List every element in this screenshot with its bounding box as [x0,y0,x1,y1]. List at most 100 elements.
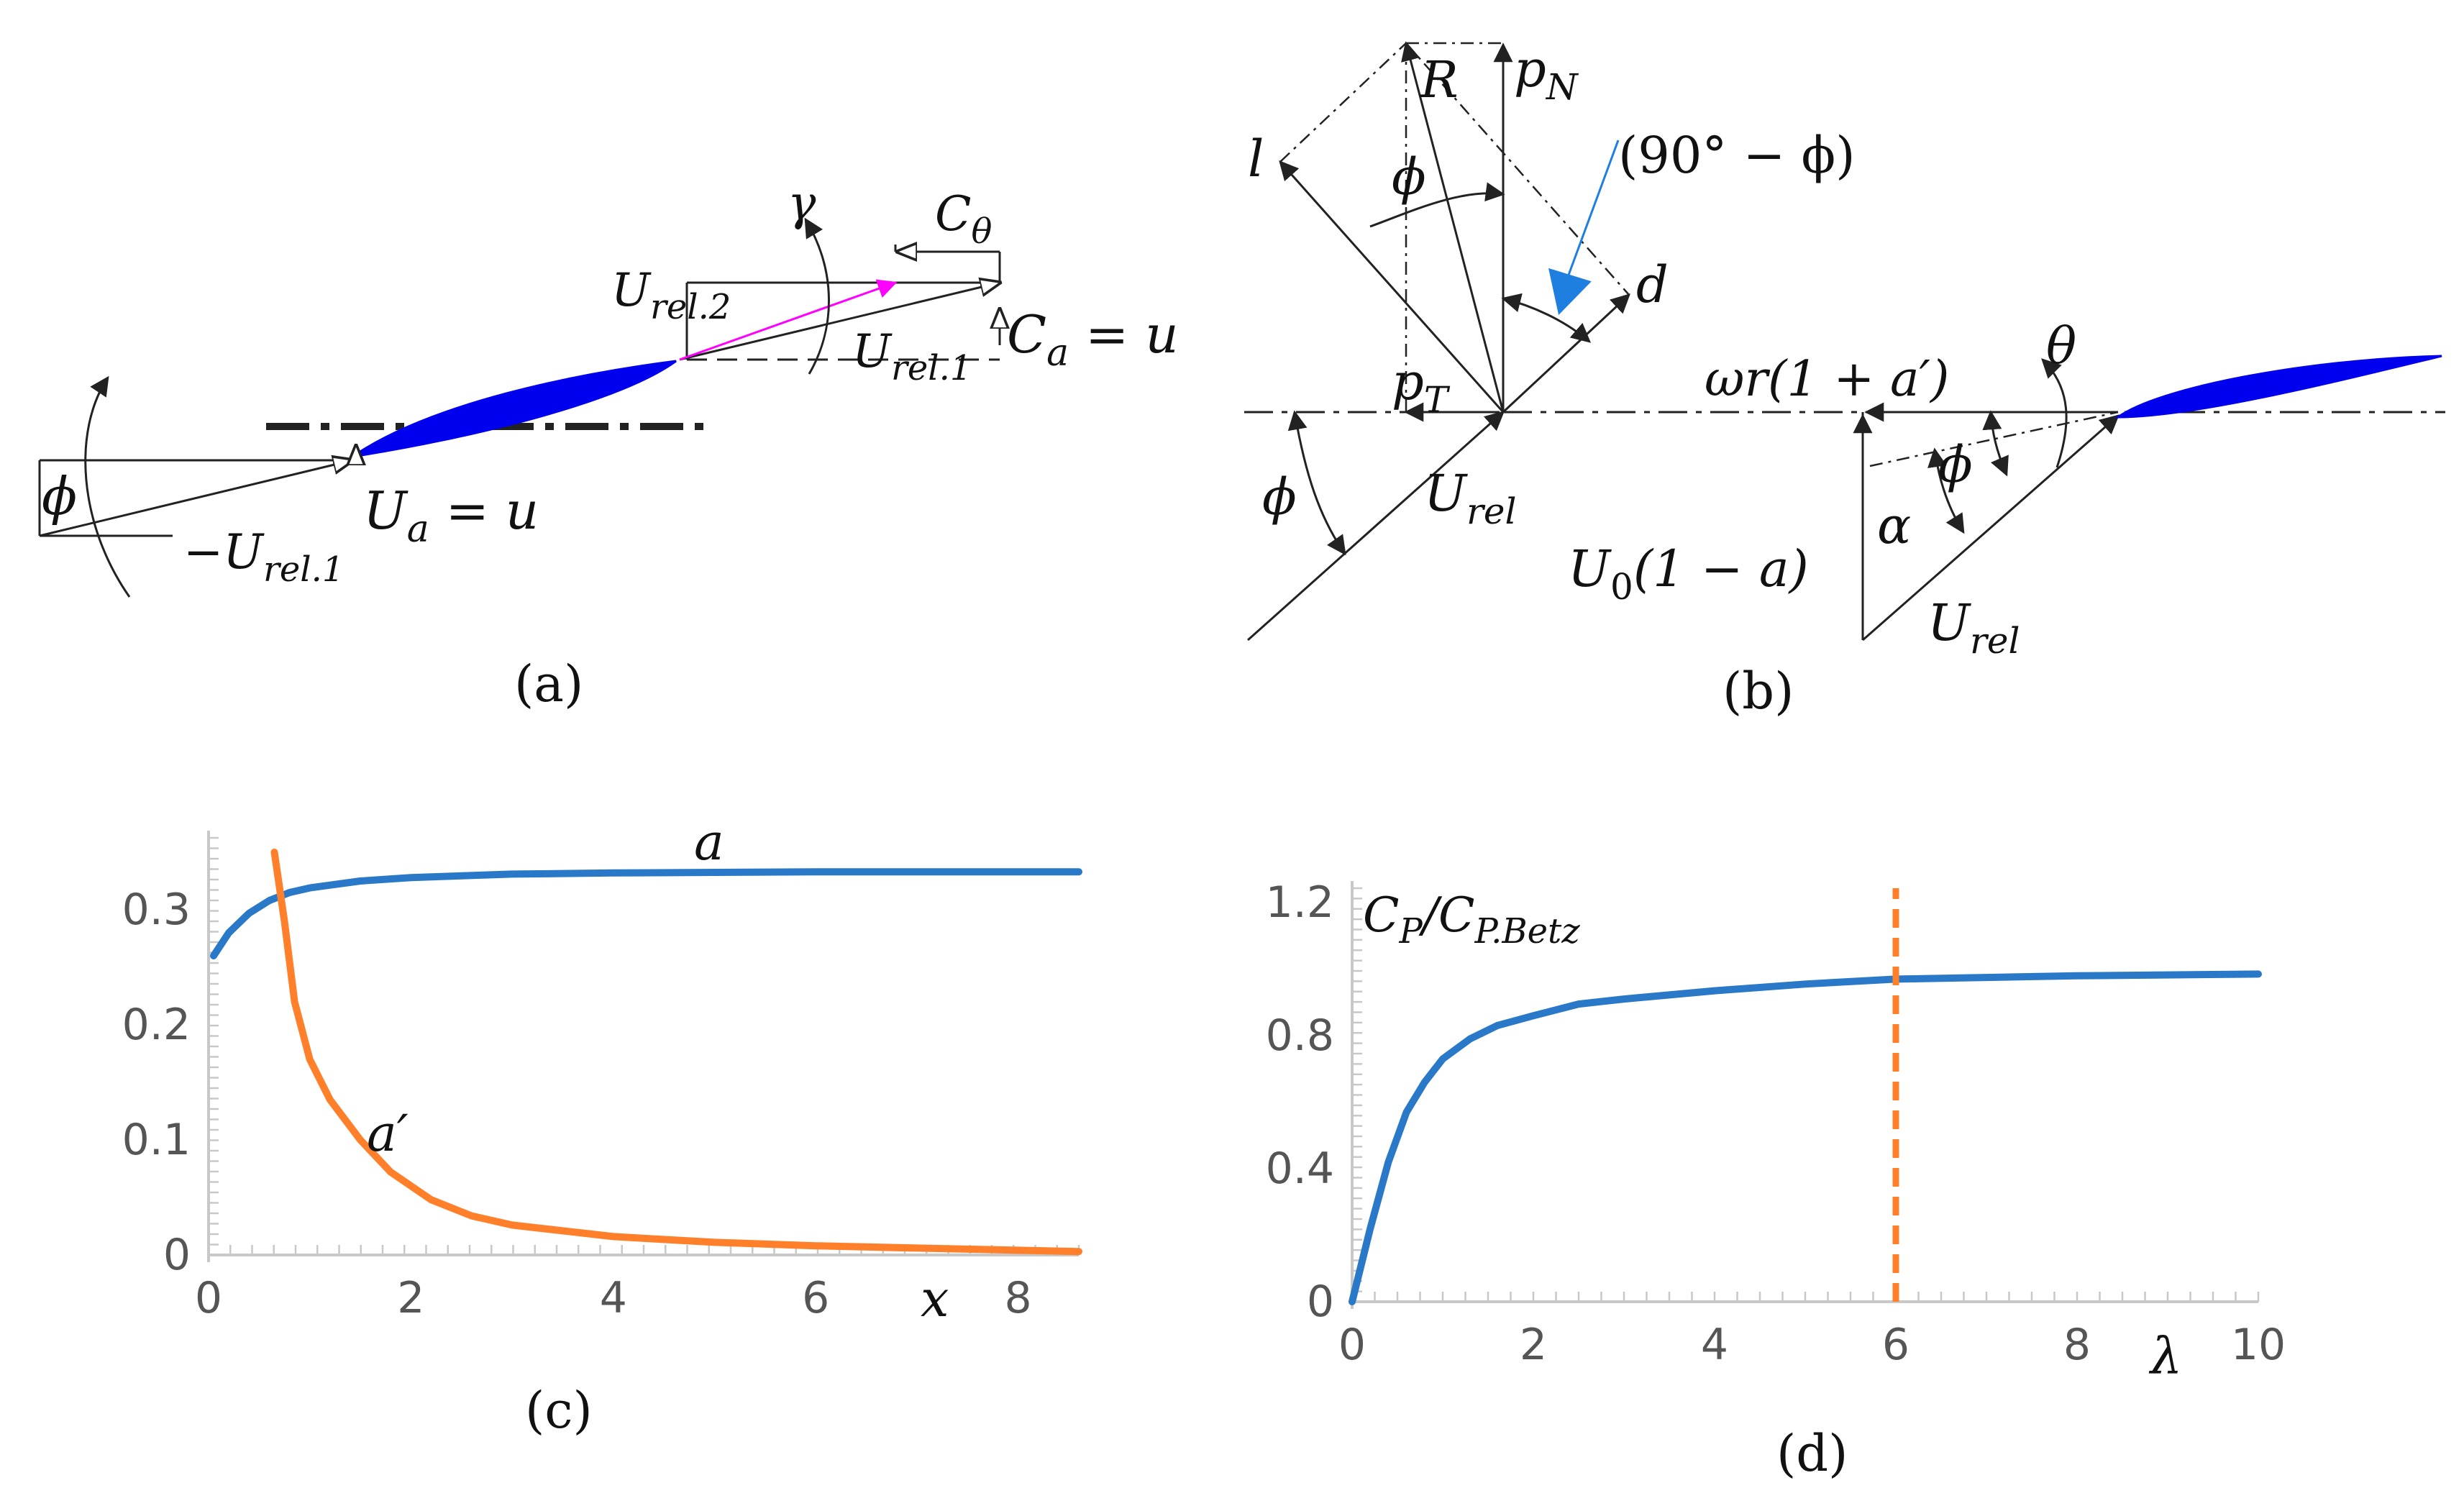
c-series-line-0 [210,868,1082,959]
d-y-tick-label: 0.4 [1266,1144,1334,1194]
label-u-rel1-right-a: U [852,325,893,378]
label-omega-b: ωr(1 + a′) [1705,351,1949,408]
label-u-rel-right-b: U [1927,593,1971,652]
svg-text:−Urel.1: −Urel.1 [183,524,344,590]
blade-b [2114,355,2442,419]
label-u-a-sub: a [407,508,429,551]
c-x-tick-label: 0 [195,1273,222,1323]
c-y-tick-label: 0.1 [122,1115,191,1165]
phi-arc-top-b [1369,182,1505,228]
label-u-rel1-right-sub-a: rel.1 [891,348,972,388]
c-y-tick-label: 0.2 [122,1000,191,1050]
svg-text:Urel.2: Urel.2 [611,264,731,327]
c-y-tick-label: 0 [163,1230,191,1280]
label-l-b: l [1248,129,1264,188]
c-x-tick-label: 8 [1004,1273,1031,1323]
svg-text:Ca = u: Ca = u [1007,304,1179,375]
label-u-rel1-sub-a: rel.1 [263,549,344,590]
caption-c: (c) [525,1381,593,1440]
x-axis-label-c: x [921,1269,949,1328]
label-c-theta-sub-a: θ [972,211,993,252]
d-x-tick-label: 10 [2231,1320,2286,1370]
u-rel1-vector-a [39,460,352,537]
panel-a-labels: ϕ −Urel.1 Ua = u Urel.2 γ Cθ Urel.1 Ca =… [42,175,1179,713]
chart-d-title-mid: /C [1418,887,1475,943]
label-phi-right-b: ϕ [1938,435,1973,494]
label-r-b: R [1419,50,1459,109]
angle-90-arc-b [1501,293,1592,343]
l-vector-b [1279,160,1505,413]
label-p-n-sub-b: N [1546,66,1579,108]
phi-arc-right-b [1982,410,2009,477]
label-phi-a: ϕ [42,466,77,526]
caption-b: (b) [1722,662,1794,721]
x-axis-label-d: λ [2148,1327,2182,1386]
svg-text:Urel: Urel [1927,593,2020,662]
label-u-a-eq: = u [429,480,539,541]
label-p-t-b: p [1392,352,1424,411]
label-u0-b: U [1568,539,1612,598]
phi-arc-left-b [1287,410,1346,556]
label-p-t-sub-b: T [1424,379,1451,421]
label-u-rel-left-b: U [1424,464,1468,523]
d-y-tick-label: 1.2 [1266,877,1334,928]
label-c-a: C [1007,304,1046,365]
pointer-line-b [1566,140,1620,278]
d-x-tick-label: 2 [1520,1320,1547,1370]
label-angle-90-b: (90° − ϕ) [1618,126,1856,185]
chart-d-title: C [1363,887,1400,943]
d-x-tick-label: 4 [1701,1320,1728,1370]
series-label-a: a [694,813,724,872]
label-u-rel-left-sub-b: rel [1466,490,1516,532]
d-series-line-0 [1349,970,2262,1305]
c-y-tick-label: 0.3 [122,885,191,935]
panel-b-labels: R pN l ϕ (90° − ϕ) d pT ωr(1 + a′) θ ϕ U… [1248,40,2076,721]
triangle-left-a [40,457,361,462]
blade-a [352,360,677,458]
gamma-arc-a [804,217,830,375]
r-vector-b [1401,41,1505,413]
alpha-arc-b [1927,447,1965,534]
label-phi-left-b: ϕ [1262,467,1297,526]
u-rel-vector-right-b [1862,414,2120,642]
u-rel1-vector-right-a [679,283,1000,361]
c-x-tick-label: 6 [802,1273,829,1323]
label-u0-sub-b: 0 [1610,566,1633,608]
pointer-head-b [1548,268,1592,316]
d-y-tick-label: 0.8 [1266,1010,1334,1061]
d-x-tick-label: 0 [1338,1320,1366,1370]
svg-text:pN: pN [1514,40,1579,108]
label-u-rel2-sub-a: rel.2 [650,287,731,327]
label-c-theta-a: C [935,186,972,242]
caption-a: (a) [514,654,583,713]
svg-text:U0(1 − a): U0(1 − a) [1568,539,1809,608]
chart-d-title-sub2: P.Betz [1474,911,1581,951]
label-d-b: d [1636,255,1669,314]
label-u-rel-right-sub-b: rel [1970,620,2020,662]
u-rel2-vector-a [679,279,898,361]
label-gamma-a: γ [788,175,816,231]
label-u-a: U [363,480,409,541]
label-u-rel2-a: U [611,264,652,317]
d-y-tick-label: 0 [1307,1277,1334,1327]
label-u0-rest-b: (1 − a) [1633,539,1809,598]
svg-text:Urel.1: Urel.1 [852,325,972,388]
label-alpha-b: α [1877,496,1911,555]
chart-d-title-sub1: P [1399,911,1423,951]
svg-text:Cθ: Cθ [935,186,993,252]
d-vector-b [1502,293,1630,414]
panel-a [38,217,1000,598]
u-rel-vector-left-b [1247,411,1505,642]
caption-d: (d) [1776,1424,1848,1483]
label-phi-top-b: ϕ [1392,147,1426,206]
chart-d-text: CP/CP.Betz λ (d) [1363,887,2182,1483]
svg-text:CP/CP.Betz: CP/CP.Betz [1363,887,1580,951]
svg-text:Urel: Urel [1424,464,1516,532]
panel-b [1244,41,2445,642]
d-x-tick-label: 8 [2063,1320,2091,1370]
chart-c-text: a a′ x (c) [367,813,949,1440]
svg-text:Ua = u: Ua = u [363,480,539,551]
